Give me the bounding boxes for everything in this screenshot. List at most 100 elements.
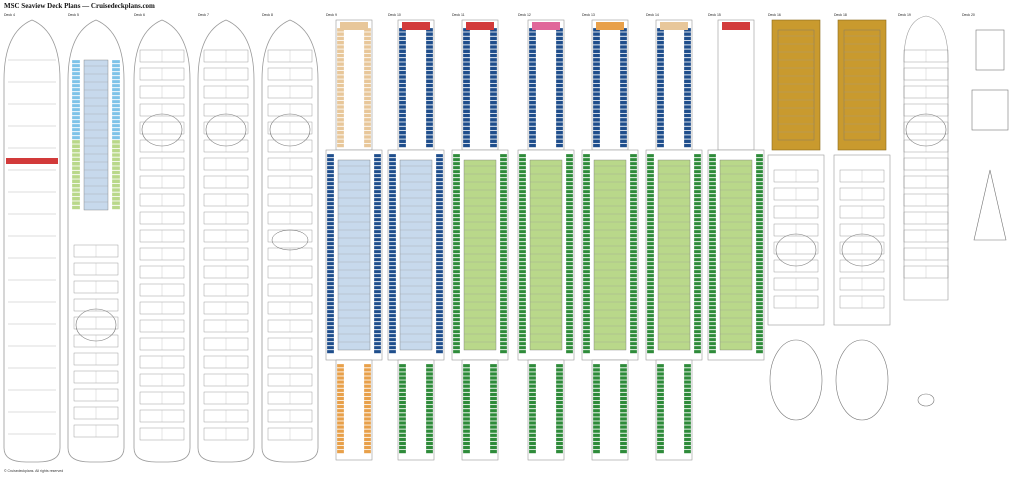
cabin [582, 233, 591, 238]
cabin [555, 441, 564, 446]
cabin [565, 301, 574, 306]
cabin [435, 277, 444, 282]
cabin [425, 367, 434, 372]
cabin [693, 321, 702, 326]
cabin [629, 265, 638, 270]
suite-block [722, 22, 750, 30]
cabin [435, 321, 444, 326]
cabin [745, 40, 754, 45]
cabin [619, 79, 628, 84]
cabin [592, 75, 601, 79]
cabin [619, 75, 628, 79]
atrium [271, 229, 309, 251]
cabin [755, 253, 764, 258]
cabin [336, 429, 345, 434]
cabin [528, 75, 537, 79]
cabin [518, 225, 527, 230]
cabin [435, 225, 444, 230]
cabin [592, 66, 601, 71]
cabin [425, 376, 434, 380]
cabin [388, 249, 397, 254]
aft-deck [769, 339, 823, 421]
cabin [363, 412, 372, 417]
cabin [646, 229, 655, 234]
cabin [373, 289, 382, 294]
cabin [592, 53, 601, 58]
cabin [745, 92, 754, 97]
cabin [499, 161, 508, 166]
cabin [489, 117, 498, 122]
cabin [656, 380, 665, 384]
cabin [363, 408, 372, 413]
cabin [528, 135, 537, 139]
cabin [656, 139, 665, 144]
cabin [435, 209, 444, 214]
cabin [373, 221, 382, 226]
theater [205, 113, 247, 147]
cabin [452, 157, 461, 162]
cabin [646, 181, 655, 186]
cabin [755, 177, 764, 182]
cabin [646, 261, 655, 266]
cabin [592, 417, 601, 421]
cabin [693, 193, 702, 198]
cabin [629, 253, 638, 258]
cabin [425, 400, 434, 405]
cabin [755, 289, 764, 294]
cabin [528, 79, 537, 84]
cabin [565, 349, 574, 354]
cabin [518, 221, 527, 226]
cabin [683, 66, 692, 71]
cabin [462, 113, 471, 118]
cabin [363, 126, 372, 131]
cabin [693, 201, 702, 206]
cabin [499, 181, 508, 186]
cabin [619, 117, 628, 122]
cabin [755, 157, 764, 162]
cabin [718, 79, 727, 84]
cabin [452, 325, 461, 330]
cabin [629, 225, 638, 230]
cabin [592, 363, 601, 368]
cabin [452, 233, 461, 238]
cabin [656, 36, 665, 41]
cabin [565, 273, 574, 278]
cabin [373, 201, 382, 206]
cabin [363, 392, 372, 397]
cabin [388, 233, 397, 238]
cabin [693, 189, 702, 194]
theater [841, 233, 883, 267]
cabin [489, 433, 498, 438]
cabin [388, 153, 397, 158]
deck-deck-18 [833, 19, 891, 421]
cabin [373, 241, 382, 246]
cabin [388, 209, 397, 214]
cabin [646, 333, 655, 338]
cabin [693, 325, 702, 330]
cabin [745, 83, 754, 88]
cabin [499, 177, 508, 182]
cabin [629, 297, 638, 302]
cabin [71, 127, 81, 132]
cabin [398, 408, 407, 413]
cabin [363, 122, 372, 127]
cabin [462, 449, 471, 454]
cabin [656, 384, 665, 389]
cabin [708, 221, 717, 226]
cabin [629, 169, 638, 174]
cabin [619, 392, 628, 397]
cabin [755, 309, 764, 314]
cabin [693, 257, 702, 262]
cabin [555, 105, 564, 109]
cabin [565, 269, 574, 274]
cabin [646, 213, 655, 218]
cabin [425, 105, 434, 109]
cabin [489, 421, 498, 425]
cabin [398, 396, 407, 401]
cabin [592, 396, 601, 401]
cabin [363, 143, 372, 148]
cabin [555, 404, 564, 409]
cabin [489, 100, 498, 105]
cabin [745, 36, 754, 41]
cabin [363, 130, 372, 135]
